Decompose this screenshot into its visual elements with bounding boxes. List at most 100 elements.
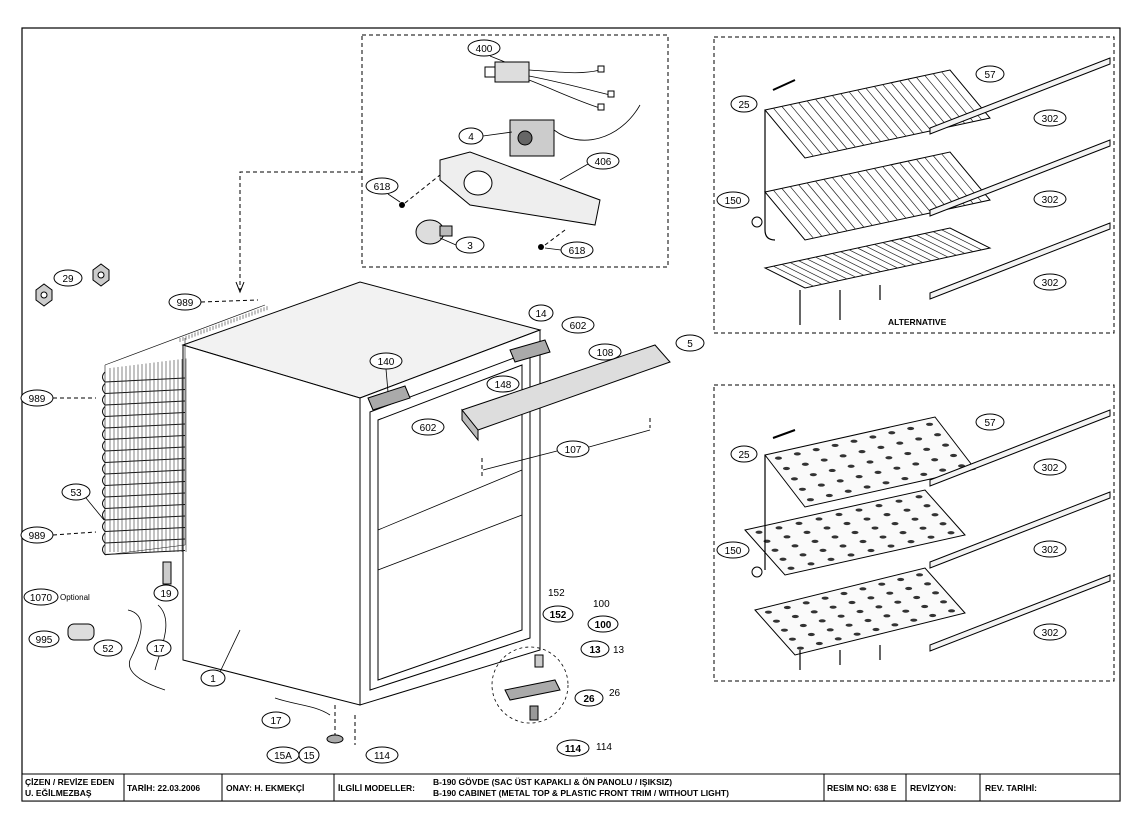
svg-text:29: 29 xyxy=(62,274,74,285)
tube-part-17 xyxy=(154,604,167,671)
knob-part-3 xyxy=(415,219,453,245)
balloon-1: 1 xyxy=(200,669,226,687)
lower-hinge-assembly xyxy=(491,646,569,724)
tube-part-17b xyxy=(274,697,331,716)
condenser-grid xyxy=(102,306,268,556)
foot-part-15 xyxy=(326,705,344,744)
detail-leader-line xyxy=(239,171,362,290)
balloon-602-b: 602 xyxy=(411,418,445,436)
svg-text:19: 19 xyxy=(160,589,172,600)
screw-icon xyxy=(399,202,405,208)
svg-text:3: 3 xyxy=(467,241,473,252)
balloon-57-a: 57 xyxy=(975,65,1005,83)
drawn-by-label: ÇİZEN / REVİZE EDEN xyxy=(25,777,114,787)
svg-text:25: 25 xyxy=(738,450,750,461)
balloon-15a: 15A xyxy=(266,746,300,764)
svg-text:13: 13 xyxy=(589,645,601,656)
balloon-150-a: 150 xyxy=(716,191,750,209)
cable-part-52 xyxy=(127,609,166,691)
alternative-label: ALTERNATIVE xyxy=(888,317,947,327)
label-26-plain: 26 xyxy=(609,688,621,699)
label-114-plain: 114 xyxy=(596,742,612,753)
cabinet-part-1 xyxy=(181,281,542,706)
balloon-114-a: 114 xyxy=(365,746,399,764)
balloon-1070: 1070 xyxy=(23,588,59,606)
svg-text:302: 302 xyxy=(1042,195,1059,206)
bracket-part-19 xyxy=(162,561,172,585)
svg-text:989: 989 xyxy=(177,298,194,309)
label-100-plain: 100 xyxy=(593,599,610,610)
balloon-989-a: 989 xyxy=(168,293,202,311)
svg-text:17: 17 xyxy=(153,644,165,655)
svg-text:406: 406 xyxy=(595,157,612,168)
balloon-302-f: 302 xyxy=(1033,623,1067,641)
balloon-17-b: 17 xyxy=(261,711,291,729)
svg-text:150: 150 xyxy=(725,546,742,557)
balloon-152: 152 xyxy=(542,605,574,623)
balloon-140: 140 xyxy=(369,352,403,370)
svg-text:114: 114 xyxy=(565,744,582,755)
svg-text:25: 25 xyxy=(738,100,750,111)
balloon-17-a: 17 xyxy=(146,639,172,657)
balloon-15: 15 xyxy=(298,746,320,764)
svg-text:989: 989 xyxy=(29,394,46,405)
part-995 xyxy=(67,623,95,641)
models-label: İLGİLİ MODELLER: xyxy=(338,783,415,793)
optional-label: Optional xyxy=(60,593,90,602)
balloon-602-a: 602 xyxy=(561,316,595,334)
alternative-wire-evaporator-detail: ALTERNATIVE 25 57 150 302 302 302 xyxy=(713,36,1115,334)
balloon-52: 52 xyxy=(93,639,123,657)
svg-text:140: 140 xyxy=(378,357,395,368)
svg-text:302: 302 xyxy=(1042,463,1059,474)
balloon-13: 13 xyxy=(580,640,610,658)
svg-text:26: 26 xyxy=(583,694,595,705)
plate-shelves xyxy=(744,409,1111,670)
balloon-108: 108 xyxy=(588,343,622,361)
svg-text:602: 602 xyxy=(570,321,587,332)
balloon-618-a: 618 xyxy=(365,177,399,195)
svg-text:114: 114 xyxy=(374,751,390,762)
svg-text:53: 53 xyxy=(70,488,82,499)
balloon-302-c: 302 xyxy=(1033,273,1067,291)
svg-text:4: 4 xyxy=(468,132,474,143)
svg-text:52: 52 xyxy=(102,644,114,655)
screw-icon xyxy=(538,244,544,250)
balloon-406: 406 xyxy=(586,152,620,170)
label-13-plain: 13 xyxy=(613,645,625,656)
approval-field: ONAY: H. EKMEKÇİ xyxy=(226,783,304,793)
title-block: ÇİZEN / REVİZE EDEN U. EĞİLMEZBAŞ TARİH:… xyxy=(21,773,1121,802)
svg-text:989: 989 xyxy=(29,531,46,542)
balloon-29: 29 xyxy=(53,269,83,287)
svg-text:57: 57 xyxy=(984,70,996,81)
svg-text:5: 5 xyxy=(687,339,693,350)
balloon-19: 19 xyxy=(153,584,179,602)
balloon-5: 5 xyxy=(675,334,705,352)
balloon-302-b: 302 xyxy=(1033,190,1067,208)
svg-text:57: 57 xyxy=(984,418,996,429)
balloon-148: 148 xyxy=(486,375,520,393)
balloon-100: 100 xyxy=(587,615,619,633)
balloon-302-d: 302 xyxy=(1033,458,1067,476)
balloon-618-b: 618 xyxy=(560,241,594,259)
svg-text:302: 302 xyxy=(1042,114,1059,125)
balloon-995: 995 xyxy=(28,630,60,648)
svg-text:302: 302 xyxy=(1042,278,1059,289)
svg-text:302: 302 xyxy=(1042,628,1059,639)
control-panel-detail: 400 4 406 618 3 618 xyxy=(361,34,669,268)
svg-text:17: 17 xyxy=(270,716,282,727)
balloon-25-a: 25 xyxy=(730,95,758,113)
revision-field: REVİZYON: xyxy=(910,783,956,793)
svg-text:152: 152 xyxy=(550,610,567,621)
svg-text:618: 618 xyxy=(374,182,391,193)
svg-text:602: 602 xyxy=(420,423,437,434)
svg-text:1070: 1070 xyxy=(30,593,53,604)
balloon-3: 3 xyxy=(455,236,485,254)
drawn-by-name: U. EĞİLMEZBAŞ xyxy=(25,787,92,798)
balloon-989-b: 989 xyxy=(20,389,54,407)
svg-text:15: 15 xyxy=(303,751,315,762)
svg-text:15A: 15A xyxy=(274,751,292,762)
front-trim-part-5 xyxy=(461,344,671,442)
balloon-302-e: 302 xyxy=(1033,540,1067,558)
balloon-150-b: 150 xyxy=(716,541,750,559)
